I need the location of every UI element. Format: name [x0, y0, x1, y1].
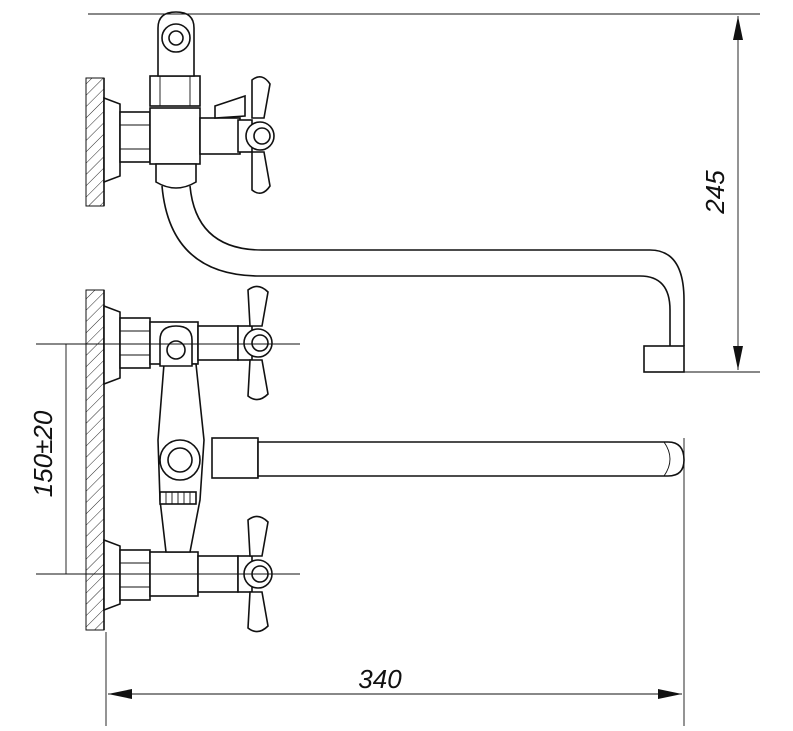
top-faucet-view	[85, 11, 685, 373]
swing-spout	[161, 185, 671, 346]
wall-flange-upper	[103, 304, 121, 386]
top-nut	[149, 75, 201, 107]
spout-connector	[211, 437, 259, 479]
handle-top	[237, 76, 275, 194]
spacing-dimension-label: 150±20	[28, 410, 58, 497]
wall-hatch-bottom	[85, 289, 105, 631]
long-spout	[257, 441, 685, 477]
spout-tip	[643, 345, 685, 373]
hex-nut-top	[119, 111, 151, 163]
wall-hatch-top	[85, 77, 105, 207]
wall-flange-top	[103, 96, 121, 184]
dimension-lines	[36, 13, 760, 726]
length-dimension-label: 340	[358, 664, 402, 694]
wall-flange-lower	[103, 538, 121, 612]
height-dimension-label: 245	[700, 170, 730, 215]
handle-upper	[237, 285, 273, 401]
bottom-faucet-view	[85, 285, 685, 633]
valve-body-top	[149, 107, 201, 165]
